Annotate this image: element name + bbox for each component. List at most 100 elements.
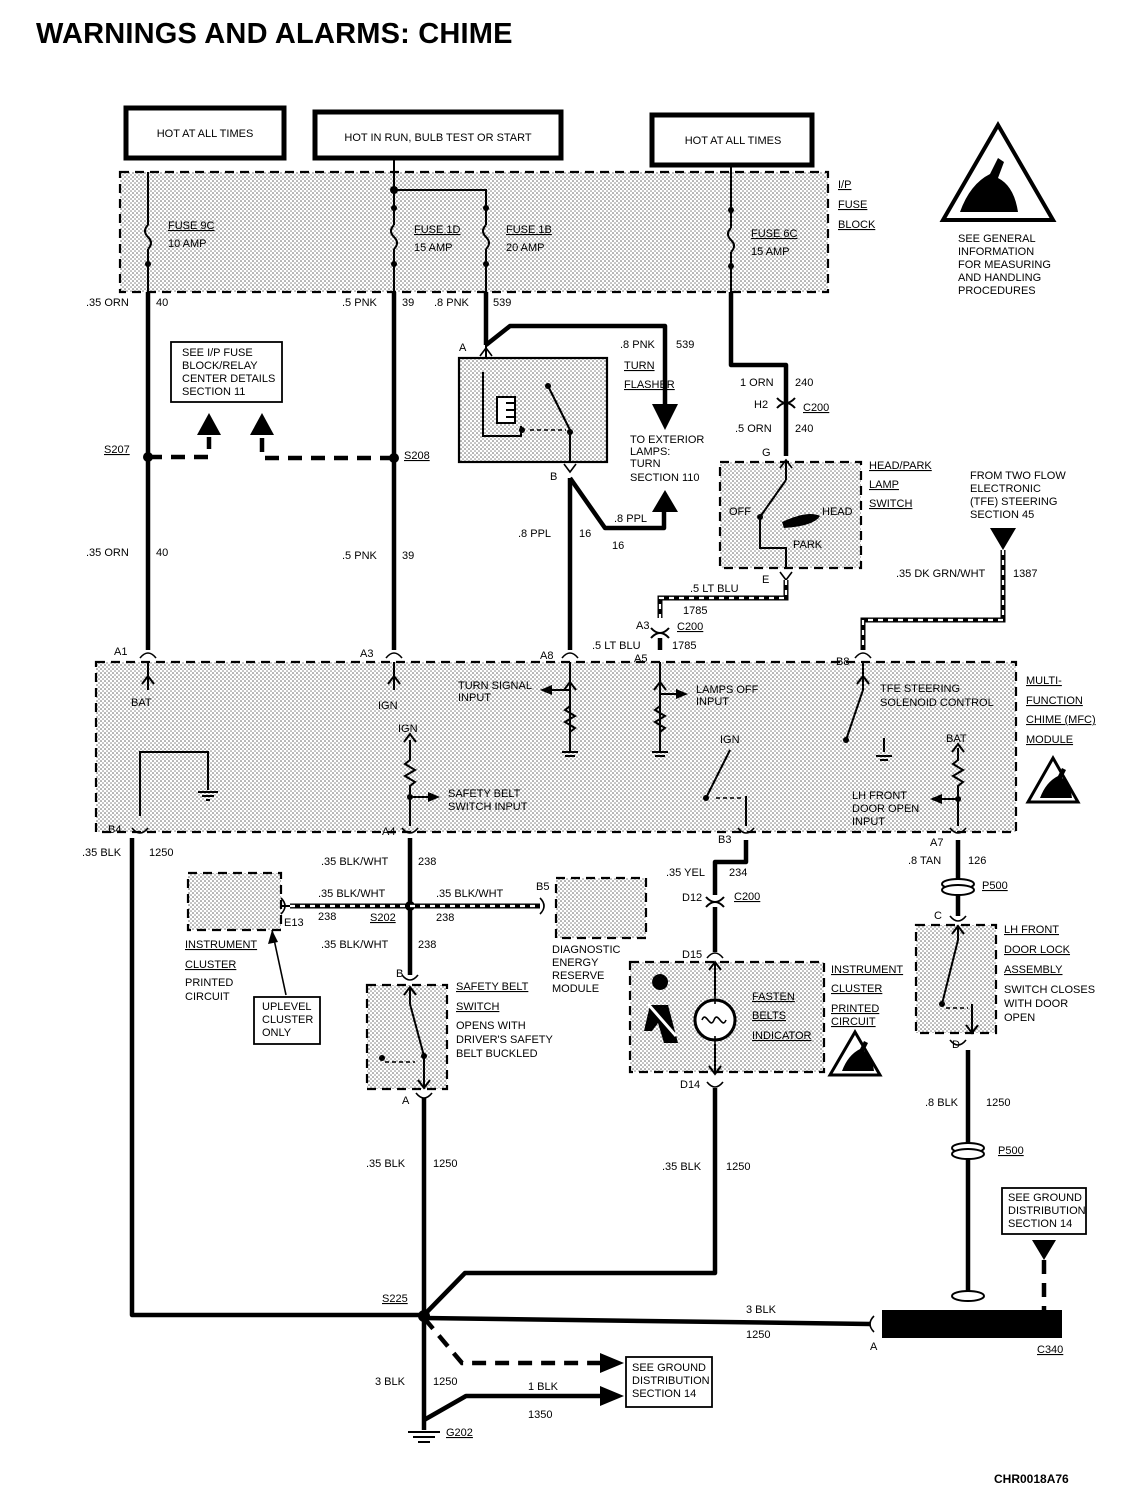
- svg-text:PARK: PARK: [793, 539, 823, 551]
- svg-text:FLASHER: FLASHER: [624, 379, 675, 391]
- splice-s207: S207: [104, 437, 212, 462]
- connector-a5-mfc: LAMPS OFF INPUT: [652, 662, 759, 757]
- esd-warning-icon: [939, 121, 1057, 222]
- svg-text:INPUT: INPUT: [696, 696, 729, 708]
- svg-text:DISTRIBUTION: DISTRIBUTION: [632, 1375, 710, 1387]
- svg-text:.8 PPL: .8 PPL: [518, 528, 551, 540]
- svg-text:PRINTED: PRINTED: [185, 977, 233, 989]
- wire-1250-instrument: D14 .35 BLK 1250: [422, 1044, 750, 1317]
- svg-text:TURN SIGNAL: TURN SIGNAL: [458, 680, 532, 692]
- svg-text:S208: S208: [404, 450, 430, 462]
- svg-text:.5 PNK: .5 PNK: [342, 550, 378, 562]
- svg-text:39: 39: [402, 550, 414, 562]
- svg-text:.35 BLK/WHT: .35 BLK/WHT: [321, 939, 389, 951]
- svg-text:DOOR LOCK: DOOR LOCK: [1004, 944, 1071, 956]
- wire-16: .8 PPL 16 .8 PPL 16: [518, 476, 678, 650]
- svg-text:1250: 1250: [433, 1376, 457, 1388]
- svg-text:C200: C200: [803, 402, 829, 414]
- connector-a1: A1 BAT: [114, 646, 157, 709]
- splice-s225: S225: [382, 1293, 624, 1373]
- svg-text:SEE GROUND: SEE GROUND: [632, 1362, 706, 1374]
- instrument-cluster-left: E13 INSTRUMENT CLUSTER PRINTED CIRCUIT: [185, 871, 304, 1003]
- svg-text:P500: P500: [998, 1145, 1024, 1157]
- svg-text:CIRCUIT: CIRCUIT: [831, 1016, 876, 1028]
- svg-text:C200: C200: [677, 621, 703, 633]
- svg-text:10 AMP: 10 AMP: [168, 238, 207, 250]
- lh-door-input: BAT LH FRONT DOOR OPEN INPUT: [852, 733, 967, 828]
- connector-c200-h2: H2 C200: [754, 397, 829, 414]
- svg-text:.35 DK GRN/WHT: .35 DK GRN/WHT: [896, 568, 986, 580]
- svg-text:LH FRONT: LH FRONT: [852, 790, 907, 802]
- svg-text:DOOR OPEN: DOOR OPEN: [852, 803, 919, 815]
- connector-a7: A7: [930, 827, 967, 849]
- svg-text:G202: G202: [446, 1427, 473, 1439]
- svg-text:1350: 1350: [528, 1409, 552, 1421]
- svg-text:OPENS WITH: OPENS WITH: [456, 1020, 526, 1032]
- svg-text:.5 PNK: .5 PNK: [342, 297, 378, 309]
- svg-text:.5 ORN: .5 ORN: [735, 423, 772, 435]
- fasten-belts-indicator: FASTEN BELTS INDICATOR: [693, 991, 812, 1044]
- ign-switch-b3: IGN: [703, 734, 747, 826]
- svg-text:539: 539: [676, 339, 694, 351]
- svg-text:.8 PNK: .8 PNK: [434, 297, 470, 309]
- svg-text:LAMPS OFF: LAMPS OFF: [696, 684, 759, 696]
- svg-text:G: G: [762, 447, 771, 459]
- svg-text:CLUSTER: CLUSTER: [185, 959, 236, 971]
- svg-text:ENERGY: ENERGY: [552, 957, 599, 969]
- svg-text:16: 16: [612, 540, 624, 552]
- svg-text:INSTRUMENT: INSTRUMENT: [185, 939, 257, 951]
- svg-text:FUSE 1B: FUSE 1B: [506, 224, 552, 236]
- svg-text:INFORMATION: INFORMATION: [958, 246, 1034, 258]
- svg-text:HOT AT ALL TIMES: HOT AT ALL TIMES: [685, 135, 782, 147]
- connector-a3-mfc: A3 IGN: [360, 648, 403, 712]
- svg-text:C: C: [934, 910, 942, 922]
- svg-text:SAFETY BELT: SAFETY BELT: [448, 788, 521, 800]
- svg-text:1250: 1250: [746, 1329, 770, 1341]
- svg-text:A4: A4: [382, 826, 395, 838]
- svg-text:FUSE 6C: FUSE 6C: [751, 228, 798, 240]
- svg-text:SWITCH: SWITCH: [869, 498, 912, 510]
- svg-text:UPLEVEL: UPLEVEL: [262, 1001, 312, 1013]
- svg-text:BELT BUCKLED: BELT BUCKLED: [456, 1048, 538, 1060]
- svg-text:SAFETY BELT: SAFETY BELT: [456, 981, 529, 993]
- fuse-1b: FUSE 1B 20 AMP: [482, 208, 552, 292]
- turn-flasher: A B TURN FLASHER: [457, 342, 675, 483]
- wire-1250-b4: .35 BLK 1250: [82, 838, 422, 1318]
- ip-fuse-block: I/P FUSE BLOCK: [118, 170, 876, 294]
- connector-b4: B4: [108, 824, 149, 836]
- svg-text:.35 BLK: .35 BLK: [662, 1161, 702, 1173]
- svg-text:1785: 1785: [683, 605, 707, 617]
- wire-1250-g202: 3 BLK 1250: [375, 1318, 457, 1430]
- tfe-steering-source: FROM TWO FLOW ELECTRONIC (TFE) STEERING …: [970, 470, 1066, 550]
- ground-distribution-note-1: SEE GROUND DISTRIBUTION SECTION 14: [1001, 1187, 1087, 1310]
- svg-text:B3: B3: [718, 834, 731, 846]
- svg-text:BLOCK/RELAY: BLOCK/RELAY: [182, 360, 258, 372]
- svg-text:PRINTED: PRINTED: [831, 1003, 879, 1015]
- svg-text:B: B: [396, 968, 403, 980]
- svg-text:LH FRONT: LH FRONT: [1004, 924, 1059, 936]
- svg-text:MODULE: MODULE: [552, 983, 599, 995]
- svg-text:A: A: [870, 1341, 878, 1353]
- svg-text:B: B: [550, 471, 557, 483]
- svg-text:C340: C340: [1037, 1344, 1063, 1356]
- svg-text:INDICATOR: INDICATOR: [752, 1030, 812, 1042]
- wire-126: .8 TAN 126 P500 C: [908, 840, 1008, 922]
- connector-c340: A C340: [869, 1310, 1063, 1356]
- power-source-hot-in-run: HOT IN RUN, BULB TEST OR START: [312, 109, 564, 161]
- svg-text:SWITCH INPUT: SWITCH INPUT: [448, 801, 528, 813]
- wire-1387: .35 DK GRN/WHT 1387: [860, 550, 1037, 650]
- svg-text:C200: C200: [734, 891, 760, 903]
- ground-distribution-note-2: SEE GROUND DISTRIBUTION SECTION 14: [625, 1356, 713, 1408]
- svg-text:FUNCTION: FUNCTION: [1026, 695, 1083, 707]
- svg-text:A: A: [402, 1095, 410, 1107]
- svg-text:TO EXTERIOR: TO EXTERIOR: [630, 434, 704, 446]
- svg-text:.8 TAN: .8 TAN: [908, 855, 941, 867]
- svg-text:I/P: I/P: [838, 179, 851, 191]
- fuse-block-note: SEE I/P FUSE BLOCK/RELAY CENTER DETAILS …: [170, 341, 283, 435]
- ic-esd-icon: [827, 1029, 883, 1077]
- svg-text:1 ORN: 1 ORN: [740, 377, 774, 389]
- svg-text:FASTEN: FASTEN: [752, 991, 795, 1003]
- svg-text:INPUT: INPUT: [458, 692, 491, 704]
- svg-text:TFE STEERING: TFE STEERING: [880, 683, 960, 695]
- svg-text:SECTION 14: SECTION 14: [1008, 1218, 1072, 1230]
